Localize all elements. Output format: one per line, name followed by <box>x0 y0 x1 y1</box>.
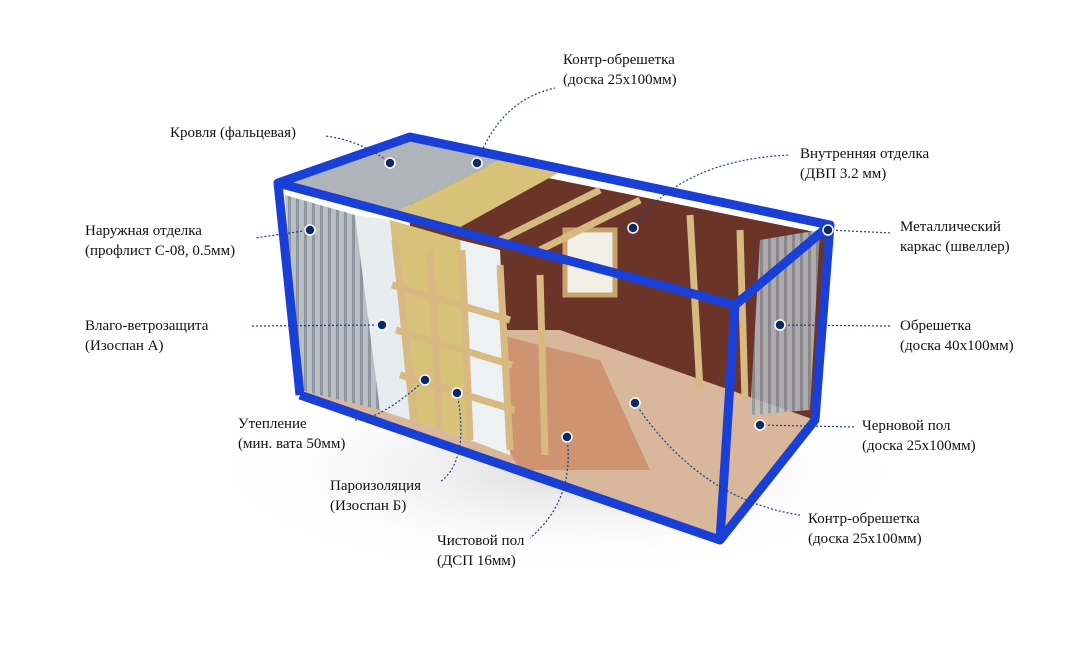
label-line: Наружная отделка <box>85 223 202 239</box>
label-line: каркас (швеллер) <box>900 239 1010 255</box>
label-line: (профлист С-08, 0.5мм) <box>85 243 236 259</box>
label-line: Обрешетка <box>900 318 972 334</box>
label-finish-floor: Чистовой пол (ДСП 16мм) <box>437 531 524 571</box>
label-counter-batten-bottom: Контр-обрешетка (доска 25х100мм) <box>808 509 922 549</box>
label-line: (доска 25х100мм) <box>808 531 922 547</box>
label-line: (Изоспан А) <box>85 338 164 354</box>
label-line: Пароизоляция <box>330 478 421 494</box>
label-insulation: Утепление (мин. вата 50мм) <box>238 414 345 454</box>
label-line: Черновой пол <box>862 418 951 434</box>
marker-dot <box>774 319 786 331</box>
label-line: Контр-обрешетка <box>808 511 920 527</box>
marker-dot <box>627 222 639 234</box>
label-counter-batten-top: Контр-обрешетка (доска 25х100мм) <box>563 50 677 90</box>
label-line: (ДСП 16мм) <box>437 553 516 569</box>
markers <box>304 157 834 443</box>
marker-dot <box>376 319 388 331</box>
label-wind-barrier: Влаго-ветрозащита (Изоспан А) <box>85 316 208 356</box>
marker-dot <box>304 224 316 236</box>
label-vapor-barrier: Пароизоляция (Изоспан Б) <box>330 476 421 516</box>
metal-frame <box>273 132 835 545</box>
label-line: Внутренняя отделка <box>800 146 930 162</box>
marker-dot <box>471 157 483 169</box>
label-roof: Кровля (фальцевая) <box>170 123 296 143</box>
label-line: Утепление <box>238 416 307 432</box>
marker-dot <box>561 431 573 443</box>
label-line: Контр-обрешетка <box>563 52 675 68</box>
battens <box>391 186 749 456</box>
label-exterior-finish: Наружная отделка (профлист С-08, 0.5мм) <box>85 221 235 261</box>
label-line: Чистовой пол <box>437 533 525 549</box>
label-metal-frame: Металлический каркас (швеллер) <box>900 217 1010 257</box>
marker-dot <box>419 374 431 386</box>
label-line: (доска 40х100мм) <box>900 338 1014 354</box>
wind-barrier-layer <box>355 215 410 420</box>
label-interior-finish: Внутренняя отделка (ДВП 3.2 мм) <box>800 144 929 184</box>
label-line: (Изоспан Б) <box>330 498 407 514</box>
marker-dot <box>629 397 641 409</box>
label-line: (мин. вата 50мм) <box>238 436 346 452</box>
finish-floor-panel <box>470 330 650 470</box>
marker-dot <box>754 419 766 431</box>
exterior-cladding <box>285 195 380 410</box>
label-subfloor: Черновой пол (доска 25х100мм) <box>862 416 976 456</box>
marker-dot <box>384 157 396 169</box>
label-line: Кровля (фальцевая) <box>170 125 296 141</box>
label-line: Металлический <box>900 219 1001 235</box>
roof-insulation <box>390 160 560 230</box>
label-line: (доска 25х100мм) <box>563 72 677 88</box>
label-batten: Обрешетка (доска 40х100мм) <box>900 316 1014 356</box>
marker-dot <box>822 224 834 236</box>
label-line: (ДВП 3.2 мм) <box>800 166 887 182</box>
label-line: (доска 25х100мм) <box>862 438 976 454</box>
marker-dot <box>451 387 463 399</box>
label-line: Влаго-ветрозащита <box>85 318 209 334</box>
leader-lines <box>249 87 893 539</box>
